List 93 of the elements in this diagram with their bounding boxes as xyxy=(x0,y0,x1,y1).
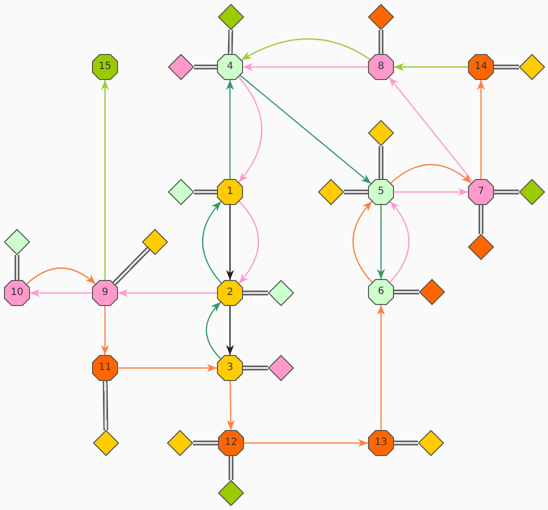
node-number: 8 xyxy=(378,62,384,72)
double-line-connector xyxy=(394,290,419,294)
diamond-node xyxy=(218,480,244,506)
octagon-node xyxy=(218,430,244,456)
double-line-connector xyxy=(228,30,234,54)
octagon-node xyxy=(217,54,243,80)
arrow xyxy=(240,74,372,184)
curved-arrow xyxy=(238,76,262,183)
arrow xyxy=(377,305,385,430)
node-number: 10 xyxy=(10,288,24,298)
octagon-node xyxy=(217,355,243,381)
node-number: 3 xyxy=(226,363,234,373)
node-number: 14 xyxy=(474,62,488,72)
node-number: 7 xyxy=(478,187,484,197)
double-line-connector xyxy=(102,380,108,430)
double-line-connector xyxy=(478,205,484,234)
octagon-node xyxy=(92,280,118,306)
octagon-node xyxy=(217,179,243,205)
double-line-connector xyxy=(193,440,218,446)
node-number: 2 xyxy=(226,288,234,298)
arrow xyxy=(377,205,385,279)
arrow xyxy=(30,289,92,297)
curved-arrow xyxy=(206,302,222,360)
node-number: 1 xyxy=(226,187,234,197)
node-number: 6 xyxy=(378,287,384,297)
node-number: 4 xyxy=(226,62,234,72)
arrow xyxy=(226,205,234,280)
node-number: 9 xyxy=(102,288,108,298)
octagon-node xyxy=(368,430,394,456)
diamond-node xyxy=(168,179,194,205)
diamond-node xyxy=(218,4,244,30)
diamond-node xyxy=(167,430,193,456)
curved-arrow xyxy=(389,200,410,283)
diamond-node xyxy=(368,4,394,30)
arrow xyxy=(477,80,485,179)
double-line-connector xyxy=(243,290,268,296)
double-line-connector xyxy=(243,366,268,370)
arrow xyxy=(244,439,368,447)
arrow xyxy=(226,306,234,355)
arrow xyxy=(118,364,217,372)
diamond-node xyxy=(368,120,394,146)
node-number: 13 xyxy=(374,438,388,448)
arrow xyxy=(101,80,109,280)
octagon-node xyxy=(92,54,118,80)
diamond-node xyxy=(468,234,494,260)
octagon-node xyxy=(92,355,118,381)
arrow xyxy=(226,381,235,430)
node-number: 15 xyxy=(98,62,112,72)
octagon-node xyxy=(217,280,243,306)
double-line-connector xyxy=(194,190,217,194)
curved-arrow xyxy=(26,267,96,285)
curved-arrow xyxy=(202,201,222,284)
diamond-node xyxy=(418,430,444,456)
octagon-node xyxy=(468,179,494,205)
diamond-node xyxy=(519,179,545,205)
double-line-connector xyxy=(14,255,20,280)
arrow xyxy=(118,289,217,297)
double-line-connector xyxy=(344,190,368,194)
double-line-connector xyxy=(194,64,217,70)
diamond-node xyxy=(168,54,194,80)
diamond-node xyxy=(268,355,294,381)
double-line-connector xyxy=(378,146,384,179)
double-line-connector xyxy=(394,440,418,446)
octagon-node xyxy=(368,279,394,305)
arrow xyxy=(394,188,468,196)
octagon-node xyxy=(368,179,394,205)
curved-arrow xyxy=(241,38,370,61)
arrow xyxy=(394,63,468,71)
arrow xyxy=(101,306,109,355)
diamond-node xyxy=(419,279,445,305)
double-line-connector xyxy=(494,64,519,70)
curved-arrow xyxy=(238,200,260,284)
octagon-node xyxy=(468,54,494,80)
diamond-node xyxy=(318,179,344,205)
double-line-connector xyxy=(494,190,519,194)
node-number: 11 xyxy=(98,363,112,373)
arrow xyxy=(388,76,474,182)
curved-arrow xyxy=(352,200,373,283)
diamond-node xyxy=(4,229,30,255)
node-number: 5 xyxy=(378,187,384,197)
diamond-node xyxy=(268,280,294,306)
arrow xyxy=(243,63,368,71)
double-line-connector xyxy=(378,30,384,54)
diamond-node xyxy=(519,54,545,80)
node-number: 12 xyxy=(224,438,238,448)
arrow xyxy=(226,80,234,179)
double-line-connector xyxy=(112,246,150,286)
diamond-node xyxy=(142,229,168,255)
diamond-node xyxy=(93,430,119,456)
curved-arrow xyxy=(390,164,472,184)
double-line-connector xyxy=(228,456,234,480)
octagon-node xyxy=(4,280,30,306)
octagon-node xyxy=(368,54,394,80)
